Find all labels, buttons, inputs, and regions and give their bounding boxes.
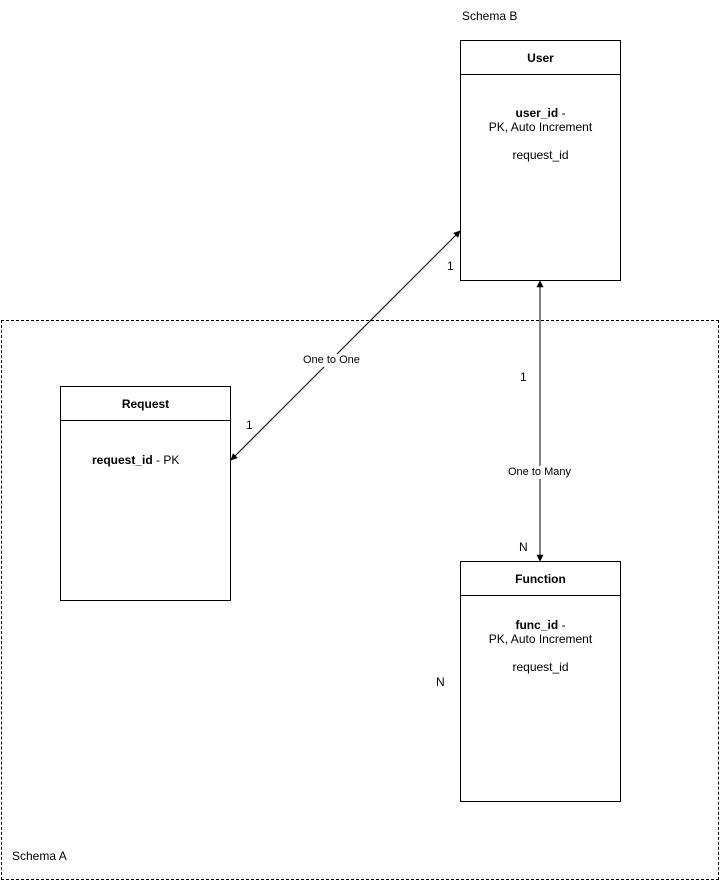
cardinality-user-one-to-one: 1 bbox=[447, 259, 454, 273]
cardinality-user-one-to-many: 1 bbox=[520, 370, 527, 384]
edge-one-to-one bbox=[230, 230, 461, 461]
schema-a-label: Schema A bbox=[12, 849, 67, 863]
field-request-id-suffix: - PK bbox=[152, 453, 180, 467]
field-user-id-detail: PK, Auto Increment bbox=[488, 120, 593, 134]
field-func-id-suffix: - bbox=[558, 618, 566, 632]
entity-function[interactable]: Function func_id - PK, Auto Increment re… bbox=[460, 561, 621, 802]
field-func-id-detail: PK, Auto Increment bbox=[488, 632, 593, 646]
field-request-id-name: request_id bbox=[92, 453, 153, 467]
edge-label-one-to-many: One to Many bbox=[507, 466, 572, 479]
field-user-request-id: request_id bbox=[512, 148, 569, 162]
entity-user[interactable]: User user_id - PK, Auto Increment reques… bbox=[460, 40, 621, 281]
schema-b-label: Schema B bbox=[462, 9, 518, 23]
entity-request-title: Request bbox=[61, 387, 230, 421]
field-user-id-suffix: - bbox=[558, 106, 566, 120]
entity-request[interactable]: Request request_id - PK bbox=[60, 386, 231, 601]
entity-function-title: Function bbox=[461, 562, 620, 596]
field-user-id-name: user_id bbox=[515, 106, 559, 120]
edge-label-one-to-one: One to One bbox=[302, 354, 361, 367]
cardinality-function-extra: N bbox=[436, 675, 445, 689]
field-function-request-id: request_id bbox=[512, 660, 569, 674]
cardinality-function-one-to-many: N bbox=[519, 540, 528, 554]
cardinality-request-one-to-one: 1 bbox=[246, 418, 253, 432]
field-func-id-name: func_id bbox=[515, 618, 559, 632]
entity-user-title: User bbox=[461, 41, 620, 75]
